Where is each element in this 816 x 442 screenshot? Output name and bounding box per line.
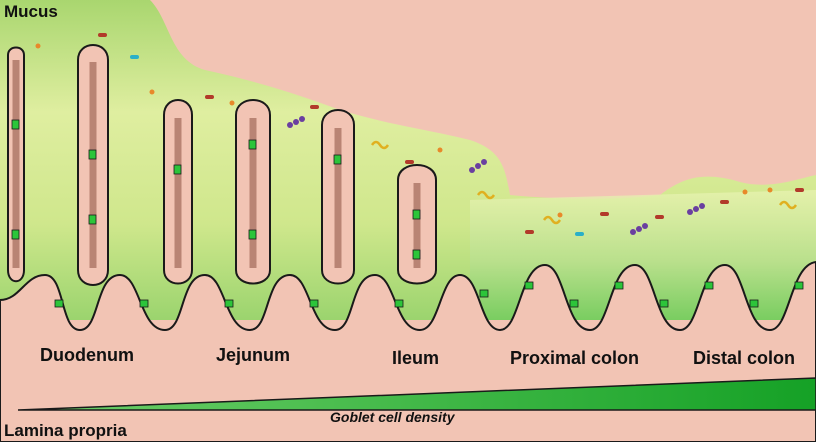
- mucus-label: Mucus: [4, 2, 58, 22]
- jejunum-label: Jejunum: [216, 345, 290, 366]
- coccus-bacterium-icon: [36, 44, 41, 49]
- rod-bacterium-icon: [655, 215, 664, 219]
- duodenum-label: Duodenum: [40, 345, 134, 366]
- coccus-bacterium-icon: [230, 101, 235, 106]
- rod-bacterium-icon: [310, 105, 319, 109]
- lamina-propria-label: Lamina propria: [4, 421, 127, 441]
- distal-colon-label: Distal colon: [693, 348, 795, 369]
- coccus-bacterium-icon: [558, 213, 563, 218]
- rod-bacterium-icon: [720, 200, 729, 204]
- coccus-bacterium-icon: [768, 188, 773, 193]
- rod-bacterium-icon: [205, 95, 214, 99]
- rod-bacterium-icon: [795, 188, 804, 192]
- flagellated-bacterium-icon: [130, 55, 139, 59]
- coccus-bacterium-icon: [150, 90, 155, 95]
- rod-bacterium-icon: [405, 160, 414, 164]
- proximal-colon-label: Proximal colon: [510, 348, 639, 369]
- goblet-cell-density-label: Goblet cell density: [330, 409, 454, 425]
- rod-bacterium-icon: [600, 212, 609, 216]
- rod-bacterium-icon: [98, 33, 107, 37]
- ileum-label: Ileum: [392, 348, 439, 369]
- rod-bacterium-icon: [525, 230, 534, 234]
- coccus-bacterium-icon: [743, 190, 748, 195]
- flagellated-bacterium-icon: [575, 232, 584, 236]
- coccus-bacterium-icon: [438, 148, 443, 153]
